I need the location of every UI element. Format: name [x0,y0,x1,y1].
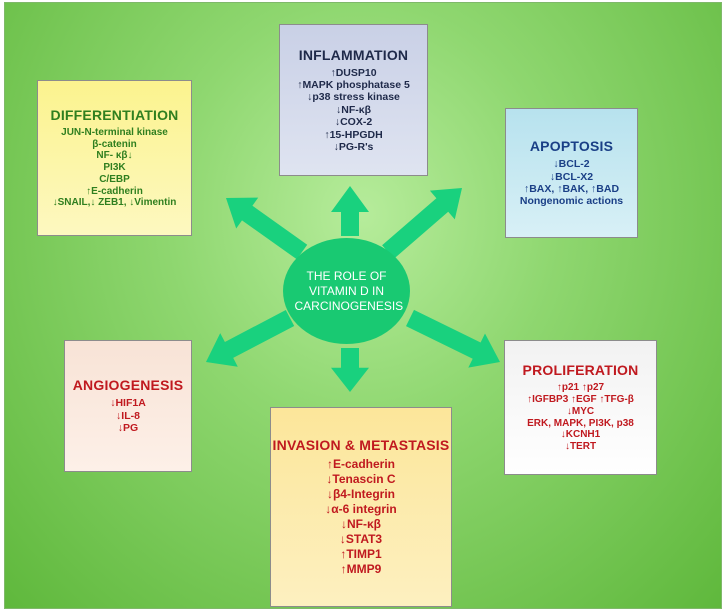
list-item: ↓SNAIL,↓ ZEB1, ↓Vimentin [52,197,177,209]
inflammation-title: INFLAMMATION [298,46,409,63]
arrow-down [331,348,369,392]
list-item: ↑15-HPGDH [324,128,383,141]
arrow-up [331,186,369,236]
invasion-metastasis-title: INVASION & METASTASIS [272,437,450,453]
list-item: ↑IGFBP3 ↑EGF ↑TFG-β [527,393,634,405]
list-item: ↓α-6 integrin [325,502,397,516]
arrow-down-right [406,309,500,368]
center-label: THE ROLE OF VITAMIN D IN CARCINOGENESIS [294,268,404,313]
angiogenesis-list: ↓HIF1A↓IL-8↓PG [110,397,146,434]
list-item: ↑p21 ↑p27 [556,382,605,394]
list-item: ↓PG-R's [333,140,374,153]
list-item: ↑E-cadherin [86,185,143,197]
differentiation-title: DIFFERENTIATION [50,106,179,123]
inflammation-list: ↑DUSP10↑MAPK phosphatase 5↓p38 stress ki… [297,67,410,154]
angiogenesis-title: ANGIOGENESIS [72,377,184,394]
list-item: ↓TERT [564,441,597,453]
arrow-up-right [382,188,462,259]
arrow-up-left [226,197,308,260]
list-item: ↓PG [117,422,139,435]
proliferation-title: PROLIFERATION [522,362,639,379]
list-item: ↓NF-κβ [335,103,371,116]
proliferation-box: PROLIFERATION ↑p21 ↑p27↑IGFBP3 ↑EGF ↑TFG… [504,340,657,475]
list-item: ↑MAPK phosphatase 5 [297,79,410,92]
list-item: ↓β4-Integrin [326,487,395,501]
list-item: JUN-N-terminal kinase [61,126,168,138]
list-item: ↓IL-8 [116,409,140,422]
list-item: ↓Tenascin C [326,472,396,486]
list-item: β-catenin [92,138,137,150]
list-item: Nongenomic actions [519,195,624,208]
inflammation-box: INFLAMMATION ↑DUSP10↑MAPK phosphatase 5↓… [279,24,428,176]
list-item: ↓STAT3 [339,532,383,546]
invasion-metastasis-box: INVASION & METASTASIS ↑E-cadherin↓Tenasc… [270,407,452,607]
list-item: ↓NF-κβ [340,517,381,531]
list-item: NF- κβ↓ [96,150,133,162]
list-item: PI3K [103,162,126,174]
apoptosis-title: APOPTOSIS [529,138,614,155]
list-item: ↓KCNH1 [560,429,601,441]
list-item: ↓BCL-X2 [549,170,594,183]
arrow-down-left [206,310,295,367]
list-item: ↑MMP9 [340,562,382,576]
invasion-metastasis-list: ↑E-cadherin↓Tenascin C↓β4-Integrin↓α-6 i… [325,457,396,577]
list-item: ↓HIF1A [110,397,146,410]
list-item: ↑TIMP1 [340,547,382,561]
list-item: ↓BCL-2 [553,158,590,171]
list-item: ↓COX-2 [334,116,373,129]
list-item: ↑E-cadherin [326,457,395,471]
list-item: ↓MYC [566,405,595,417]
center-node: THE ROLE OF VITAMIN D IN CARCINOGENESIS [283,238,410,344]
list-item: ↑DUSP10 [330,66,377,79]
list-item: C/EBP [99,173,130,185]
list-item: ERK, MAPK, PI3K, p38 [527,417,634,429]
list-item: ↑BAX, ↑BAK, ↑BAD [523,183,620,195]
list-item: ↓p38 stress kinase [307,91,400,104]
angiogenesis-box: ANGIOGENESIS ↓HIF1A↓IL-8↓PG [64,340,192,472]
